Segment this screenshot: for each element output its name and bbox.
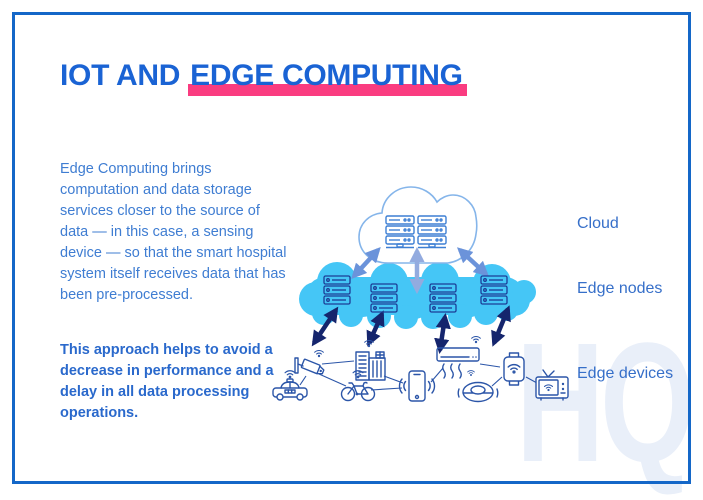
label-edge-devices: Edge devices [577, 365, 674, 382]
smart-plug-icon [503, 352, 525, 386]
car-icon [272, 370, 308, 401]
page-title: IOT AND EDGE COMPUTING [60, 59, 467, 96]
title-highlighted-text: EDGE COMPUTING [188, 59, 467, 96]
device-link-arrows [311, 305, 511, 355]
tv-icon [535, 369, 569, 401]
bicycle-icon [340, 370, 376, 402]
intro-paragraph: Edge Computing brings computation and da… [60, 161, 287, 303]
cloud-link-arrow-right [457, 247, 489, 277]
label-edge-nodes: Edge nodes [577, 280, 663, 297]
cloud-link-arrows [351, 246, 489, 295]
building-icon [355, 339, 386, 381]
emphasis-paragraph: This approach helps to avoid a decrease … [60, 342, 274, 421]
edge-computing-diagram [272, 186, 569, 403]
device-link-arrow-2 [366, 310, 385, 347]
smartphone-icon [398, 370, 436, 402]
cloud-link-arrow-left [351, 247, 381, 279]
hq-watermark: HQ [516, 308, 695, 498]
title-prefix: IOT AND [60, 59, 189, 92]
robot-vacuum-icon [457, 381, 499, 403]
device-link-arrow-3 [434, 312, 451, 355]
device-link-arrow-4 [491, 305, 511, 347]
device-link-arrow-1 [311, 306, 339, 347]
label-cloud: Cloud [577, 215, 619, 232]
device-network-lines [299, 360, 538, 391]
air-conditioner-icon [436, 335, 481, 379]
cctv-camera-icon [294, 349, 325, 375]
